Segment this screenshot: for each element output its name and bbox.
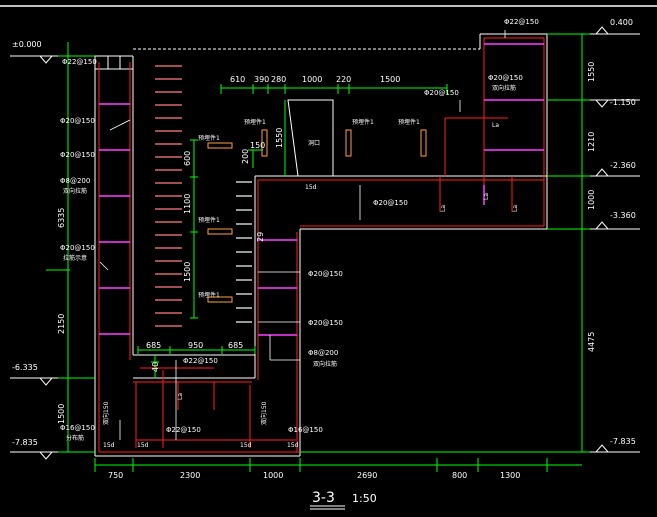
rebar-label-b3: Φ16@150	[288, 426, 323, 434]
dim-200: 200	[241, 149, 250, 164]
section-title: 3-3	[312, 490, 335, 506]
rebar-label-t3b: 双向拉筋	[492, 84, 516, 92]
elev-right-5: -7.835	[610, 437, 636, 446]
dim-bottom-4: 2690	[357, 471, 377, 480]
note-la-4: La	[512, 205, 519, 212]
section-scale: 1:50	[352, 492, 377, 505]
dim-bottom-6: 1300	[500, 471, 520, 480]
note-15d-b: 15d	[103, 442, 115, 449]
leader-lines	[99, 30, 506, 440]
dim-stair-600: 600	[183, 151, 192, 166]
dim-top-1: 610	[230, 75, 245, 84]
note-la-2: La	[440, 205, 447, 212]
rebar-label-m2: Φ20@150	[308, 270, 343, 278]
rebar-label-m1: Φ20@150	[373, 199, 408, 207]
elev-right-4: -3.360	[610, 211, 636, 220]
note-rot-1: 双向150	[102, 401, 110, 425]
note-15d-d: 15d	[240, 442, 252, 449]
note-la-5: La	[177, 393, 184, 400]
elev-right-3: -2.360	[610, 161, 636, 170]
embed-label-1: 预埋件1	[198, 134, 220, 142]
note-rot-2: 双向150	[260, 401, 268, 425]
note-15d-c: 15d	[137, 442, 149, 449]
dim-stair-1100: 1100	[183, 194, 192, 214]
dim-right-4: 4475	[587, 332, 596, 352]
dim-top-3: 280	[271, 75, 286, 84]
rebar-main	[98, 37, 545, 453]
rebar-label-l4b: 双向拉筋	[63, 187, 87, 195]
dim-bottom-3: 1000	[263, 471, 283, 480]
rebar-label-t2: Φ20@150	[424, 89, 459, 97]
dim-left-low: 1500	[57, 404, 66, 424]
note-15d-e: 15d	[287, 442, 299, 449]
rebar-label-m4b: 双向拉筋	[313, 360, 337, 368]
dim-bottom-5: 800	[452, 471, 467, 480]
concrete-outline	[94, 33, 548, 457]
dim-right-1: 1550	[587, 62, 596, 82]
rebar-label-l6: Φ16@150	[60, 424, 95, 432]
dim-right-3: 1000	[587, 190, 596, 210]
note-la-1: La	[492, 122, 499, 129]
rebar-label-l5: Φ20@150	[60, 244, 95, 252]
rebar-label-l5b: 拉筋示意	[63, 254, 87, 262]
elev-right-1: 0.400	[610, 18, 633, 27]
rebar-label-l6b: 分布筋	[66, 434, 84, 442]
note-15d-a: 15d	[305, 184, 317, 191]
dim-29: 29	[256, 232, 265, 242]
dim-top-6: 1500	[380, 75, 400, 84]
dim-bottom-2: 2300	[180, 471, 200, 480]
rebar-label-l4: Φ8@200	[60, 177, 90, 185]
dim-top-5: 220	[336, 75, 351, 84]
elev-left-mid: -6.335	[12, 363, 38, 372]
rebar-label-top-left: Φ22@150	[62, 58, 97, 66]
embed-label-5: 预埋件1	[352, 118, 374, 126]
embedded-plates	[207, 129, 427, 303]
rebar-label-t3: Φ22@150	[504, 18, 539, 26]
embed-label-3: 预埋件1	[198, 291, 220, 299]
dim-685-a: 685	[146, 341, 161, 350]
dim-150: 150	[250, 141, 265, 150]
elevation-markers	[10, 26, 640, 460]
stair-rungs	[155, 65, 182, 327]
rebar-label-l2: Φ20@150	[60, 151, 95, 159]
rebar-label-b2: Φ22@150	[166, 426, 201, 434]
dim-1550: 1550	[275, 128, 284, 148]
dim-40: 40	[151, 362, 160, 372]
note-opening: 洞口	[308, 139, 320, 147]
embed-label-6: 预埋件1	[398, 118, 420, 126]
elev-left-bot: -7.835	[12, 438, 38, 447]
stair-rungs-white	[236, 181, 252, 323]
dim-right-2: 1210	[587, 132, 596, 152]
note-la-3: La	[483, 193, 490, 200]
rebar-stirrups	[99, 43, 544, 336]
embed-label-2: 预埋件1	[198, 216, 220, 224]
dim-bottom-1: 750	[108, 471, 123, 480]
dim-top-2: 390	[254, 75, 269, 84]
embed-label-4: 预埋件1	[244, 118, 266, 126]
rebar-label-t1: Φ20@150	[488, 74, 523, 82]
dim-stair-1500: 1500	[183, 262, 192, 282]
dim-top-4: 1000	[302, 75, 322, 84]
rebar-label-m3: Φ20@150	[308, 319, 343, 327]
elev-left-top: ±0.000	[12, 40, 42, 49]
dim-left-mid: 2150	[57, 314, 66, 334]
dim-950: 950	[188, 341, 203, 350]
dim-left-total: 6335	[57, 208, 66, 228]
rebar-label-m4: Φ8@200	[308, 349, 338, 357]
rebar-label-b1: Φ22@150	[183, 357, 218, 365]
rebar-label-l1: Φ20@150	[60, 117, 95, 125]
dim-685-b: 685	[228, 341, 243, 350]
elev-right-2: -1.150	[610, 98, 636, 107]
